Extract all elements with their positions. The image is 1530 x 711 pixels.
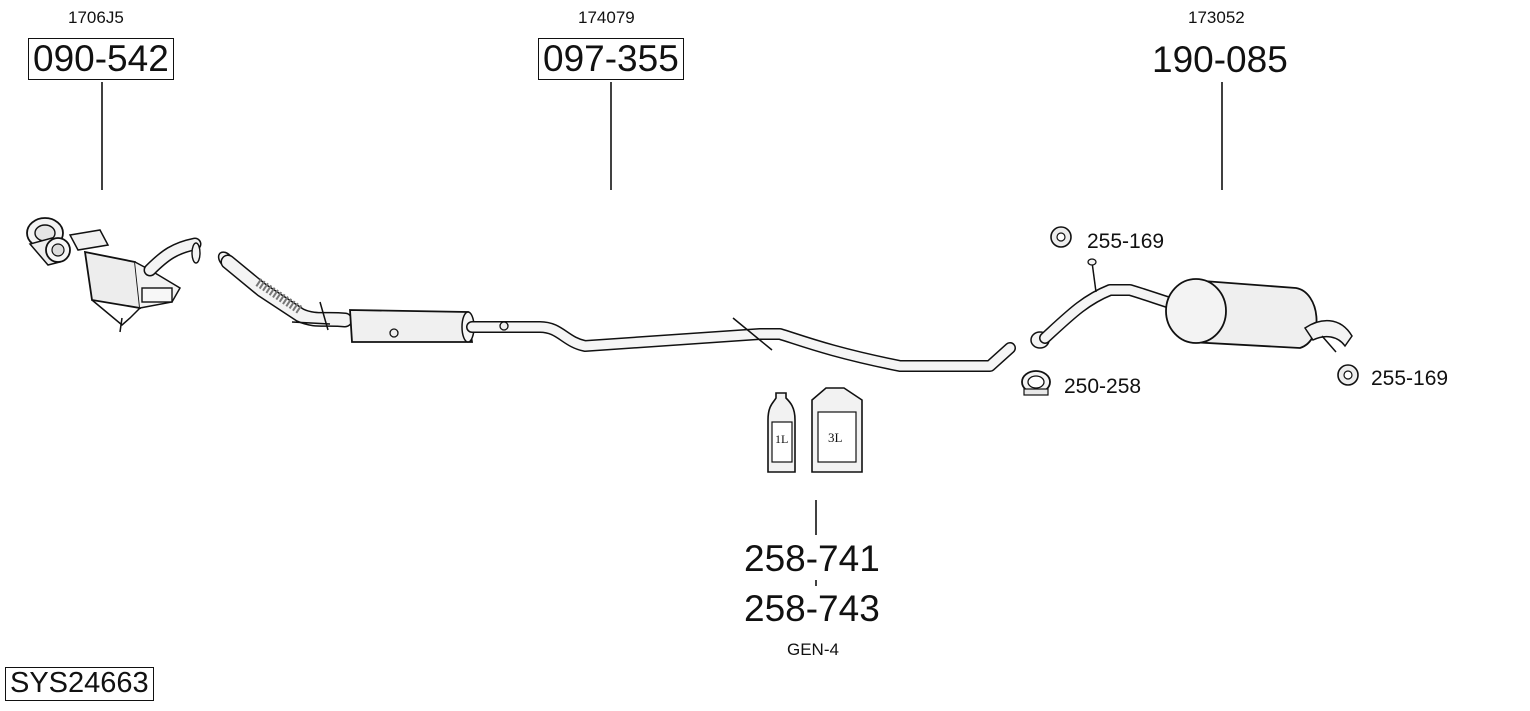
additive-bottle-large[interactable]: [811, 387, 863, 473]
part-1-ref: 1706J5: [68, 8, 124, 27]
exhaust-clamp[interactable]: [1021, 370, 1051, 396]
clamp-number[interactable]: 250-258: [1064, 375, 1142, 398]
mount-rubber-rear[interactable]: [1337, 364, 1359, 386]
part-1-number[interactable]: 090-542: [28, 38, 174, 80]
mount-rear-number[interactable]: 255-169: [1371, 367, 1449, 390]
system-id: SYS24663: [5, 667, 154, 701]
mount-rubber-upper[interactable]: [1050, 226, 1072, 248]
part-2-ref: 174079: [578, 8, 635, 27]
part-2-number[interactable]: 097-355: [538, 38, 684, 80]
part-3-ref: 173052: [1188, 8, 1245, 27]
bottle-small-label: 1L: [775, 432, 789, 446]
additive-generation: GEN-4: [787, 640, 839, 659]
front-pipe-dpf[interactable]: [216, 249, 1016, 372]
catalytic-converter[interactable]: [26, 217, 202, 333]
mount-upper-number[interactable]: 255-169: [1087, 230, 1165, 253]
bottle-large-label: 3L: [828, 430, 843, 445]
additive-number-2[interactable]: 258-743: [744, 588, 880, 629]
additive-number-1[interactable]: 258-741: [744, 538, 880, 579]
rear-silencer[interactable]: [1030, 258, 1353, 353]
part-3-number[interactable]: 190-085: [1152, 39, 1288, 80]
additive-bottle-small[interactable]: [767, 392, 796, 473]
